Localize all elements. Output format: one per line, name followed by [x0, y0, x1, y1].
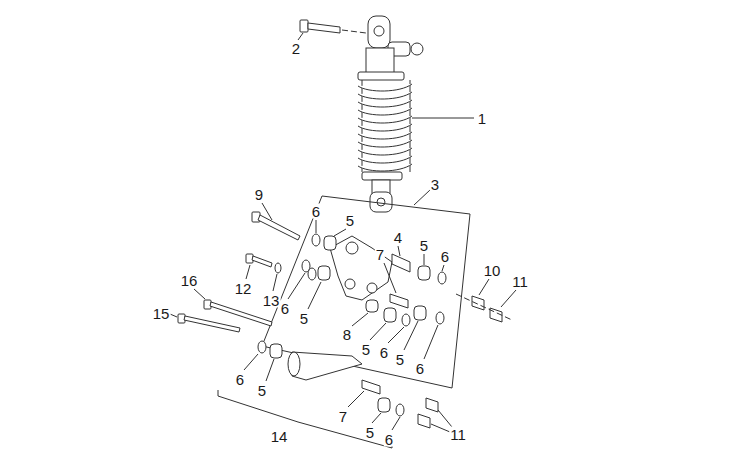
callout-number: 6: [280, 301, 290, 316]
bolt: [300, 20, 366, 33]
callout-number: 5: [365, 425, 375, 440]
linkage-rod: [258, 341, 438, 428]
callout-number: 1: [477, 111, 487, 126]
rocker: [330, 236, 392, 300]
callout-number: 5: [257, 383, 267, 398]
callout-number: 7: [338, 409, 348, 424]
group-frame: [262, 196, 470, 388]
callout-number: 6: [235, 372, 245, 387]
callout-number: 16: [180, 273, 199, 288]
callout-number: 11: [511, 274, 529, 289]
callout-number: 6: [440, 249, 450, 264]
callout-number: 14: [270, 429, 289, 444]
group-bracket: [218, 390, 392, 448]
callout-number: 5: [419, 238, 429, 253]
callout-number: 5: [299, 311, 309, 326]
callout-number: 15: [152, 306, 171, 321]
callout-number: 13: [262, 293, 281, 308]
callout-number: 9: [254, 187, 264, 202]
callout-number: 6: [379, 345, 389, 360]
bolts: [178, 212, 300, 332]
callout-number: 3: [430, 177, 440, 192]
callout-number: 4: [393, 230, 403, 245]
callout-number: 6: [415, 361, 425, 376]
callout-number: 5: [361, 342, 371, 357]
leader-lines: [170, 33, 516, 432]
bushings-and-washers: [302, 234, 512, 326]
shock-absorber: [358, 16, 423, 212]
callout-number: 10: [483, 263, 502, 278]
callout-number: 6: [384, 432, 394, 447]
callout-number: 6: [311, 204, 321, 219]
callout-number: 5: [395, 352, 405, 367]
callout-number: 7: [375, 247, 385, 262]
callout-number: 12: [234, 281, 253, 296]
callout-number: 8: [342, 327, 352, 342]
callout-number: 5: [345, 213, 355, 228]
callout-number: 2: [291, 41, 301, 56]
callout-number: 11: [449, 427, 467, 442]
